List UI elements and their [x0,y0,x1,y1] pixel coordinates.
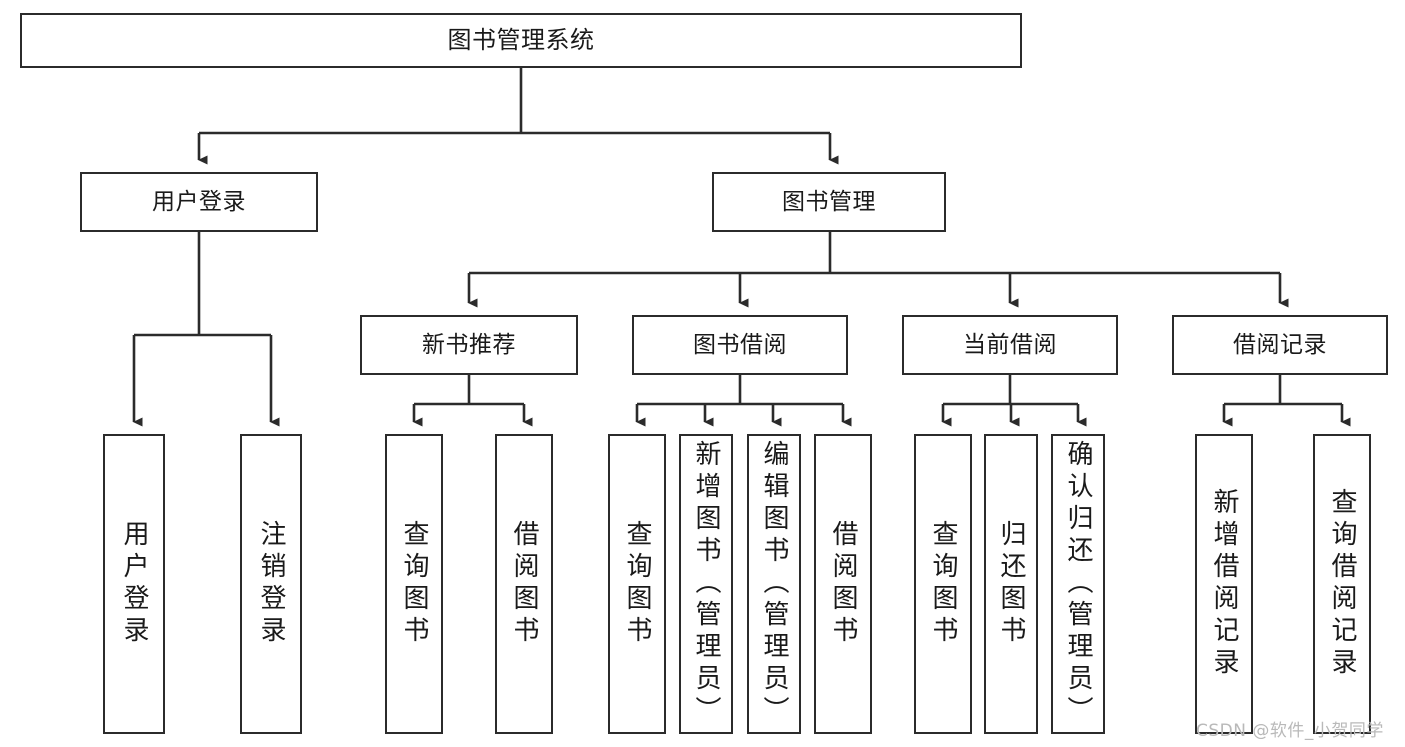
node-leaf-query-book-3-label: 查询图书 [928,520,958,648]
node-leaf-query-book-2[interactable]: 查询图书 [608,434,666,734]
node-borrow-record-label: 借阅记录 [1233,331,1327,358]
node-user-login[interactable]: 用户登录 [80,172,318,232]
node-user-login-label: 用户登录 [152,188,246,215]
csdn-watermark: CSDN @软件_小贺同学 [1196,721,1384,741]
node-leaf-add-record-label: 新增借阅记录 [1209,488,1239,680]
node-leaf-query-record-label: 查询借阅记录 [1327,488,1357,680]
node-leaf-query-book-1-label: 查询图书 [399,520,429,648]
node-leaf-edit-book-label: 编辑图书（管理员） [759,440,789,728]
node-root[interactable]: 图书管理系统 [20,13,1022,68]
node-book-borrow-label: 图书借阅 [693,331,787,358]
node-leaf-add-record[interactable]: 新增借阅记录 [1195,434,1253,734]
node-leaf-logout-login[interactable]: 注销登录 [240,434,302,734]
node-leaf-query-record[interactable]: 查询借阅记录 [1313,434,1371,734]
node-leaf-return-book[interactable]: 归还图书 [984,434,1038,734]
node-leaf-edit-book[interactable]: 编辑图书（管理员） [747,434,801,734]
node-borrow-record[interactable]: 借阅记录 [1172,315,1388,375]
node-leaf-return-book-label: 归还图书 [996,520,1026,648]
node-leaf-add-book-label: 新增图书（管理员） [691,440,721,728]
node-book-manage[interactable]: 图书管理 [712,172,946,232]
node-leaf-confirm-return-label: 确认归还（管理员） [1063,440,1093,728]
node-leaf-query-book-2-label: 查询图书 [622,520,652,648]
node-new-book-recommend[interactable]: 新书推荐 [360,315,578,375]
node-leaf-borrow-book-2-label: 借阅图书 [828,520,858,648]
node-leaf-confirm-return[interactable]: 确认归还（管理员） [1051,434,1105,734]
node-leaf-add-book[interactable]: 新增图书（管理员） [679,434,733,734]
node-leaf-user-login[interactable]: 用户登录 [103,434,165,734]
node-leaf-borrow-book-1-label: 借阅图书 [509,520,539,648]
node-leaf-user-login-label: 用户登录 [119,520,149,648]
node-leaf-logout-login-label: 注销登录 [256,520,286,648]
node-leaf-query-book-3[interactable]: 查询图书 [914,434,972,734]
node-book-borrow[interactable]: 图书借阅 [632,315,848,375]
node-leaf-query-book-1[interactable]: 查询图书 [385,434,443,734]
node-root-label: 图书管理系统 [447,25,595,54]
node-new-book-recommend-label: 新书推荐 [422,331,516,358]
node-current-borrow[interactable]: 当前借阅 [902,315,1118,375]
node-leaf-borrow-book-1[interactable]: 借阅图书 [495,434,553,734]
node-leaf-borrow-book-2[interactable]: 借阅图书 [814,434,872,734]
node-current-borrow-label: 当前借阅 [963,331,1057,358]
node-book-manage-label: 图书管理 [782,188,876,215]
